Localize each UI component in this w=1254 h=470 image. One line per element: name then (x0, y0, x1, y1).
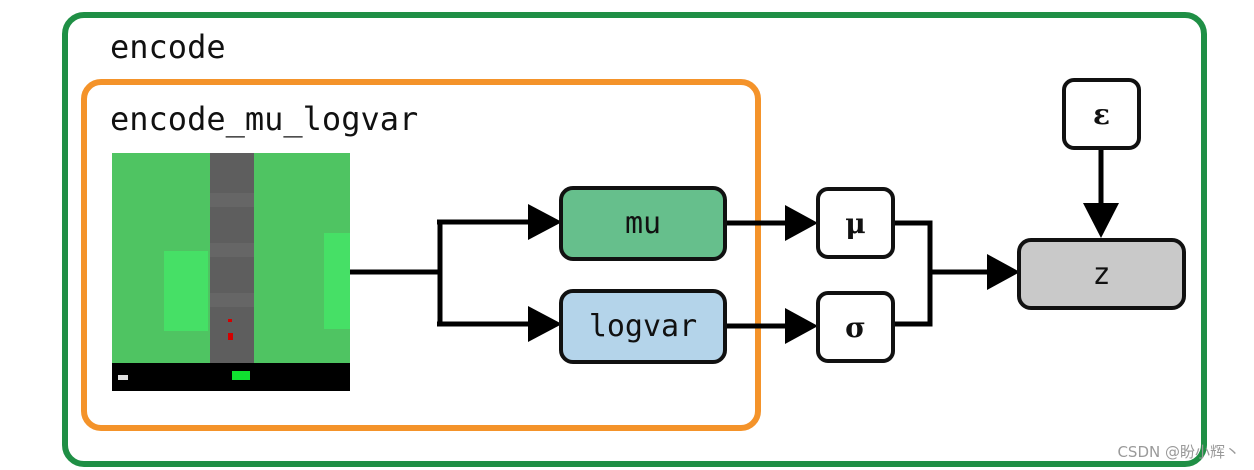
z-node: z (1017, 238, 1186, 310)
sigma-symbol-node: σ (816, 291, 895, 363)
encode-mu-logvar-frame (81, 79, 761, 431)
mu-node-label: mu (624, 206, 662, 241)
mu-symbol-label: μ (845, 206, 866, 240)
input-frame-image (112, 153, 350, 391)
epsilon-symbol-label: ε (1092, 97, 1111, 131)
mu-node: mu (559, 186, 727, 261)
sigma-symbol-label: σ (845, 310, 866, 344)
encode-module-label: encode (110, 28, 226, 66)
watermark: CSDN @盼小辉丶 (1117, 443, 1240, 461)
mu-symbol-node: μ (816, 187, 895, 259)
z-node-label: z (1092, 256, 1111, 292)
logvar-node-label: logvar (588, 309, 698, 344)
encode-module-frame (62, 12, 1207, 467)
encode-mu-logvar-label: encode_mu_logvar (110, 100, 419, 138)
logvar-node: logvar (559, 289, 727, 364)
epsilon-symbol-node: ε (1062, 78, 1141, 150)
